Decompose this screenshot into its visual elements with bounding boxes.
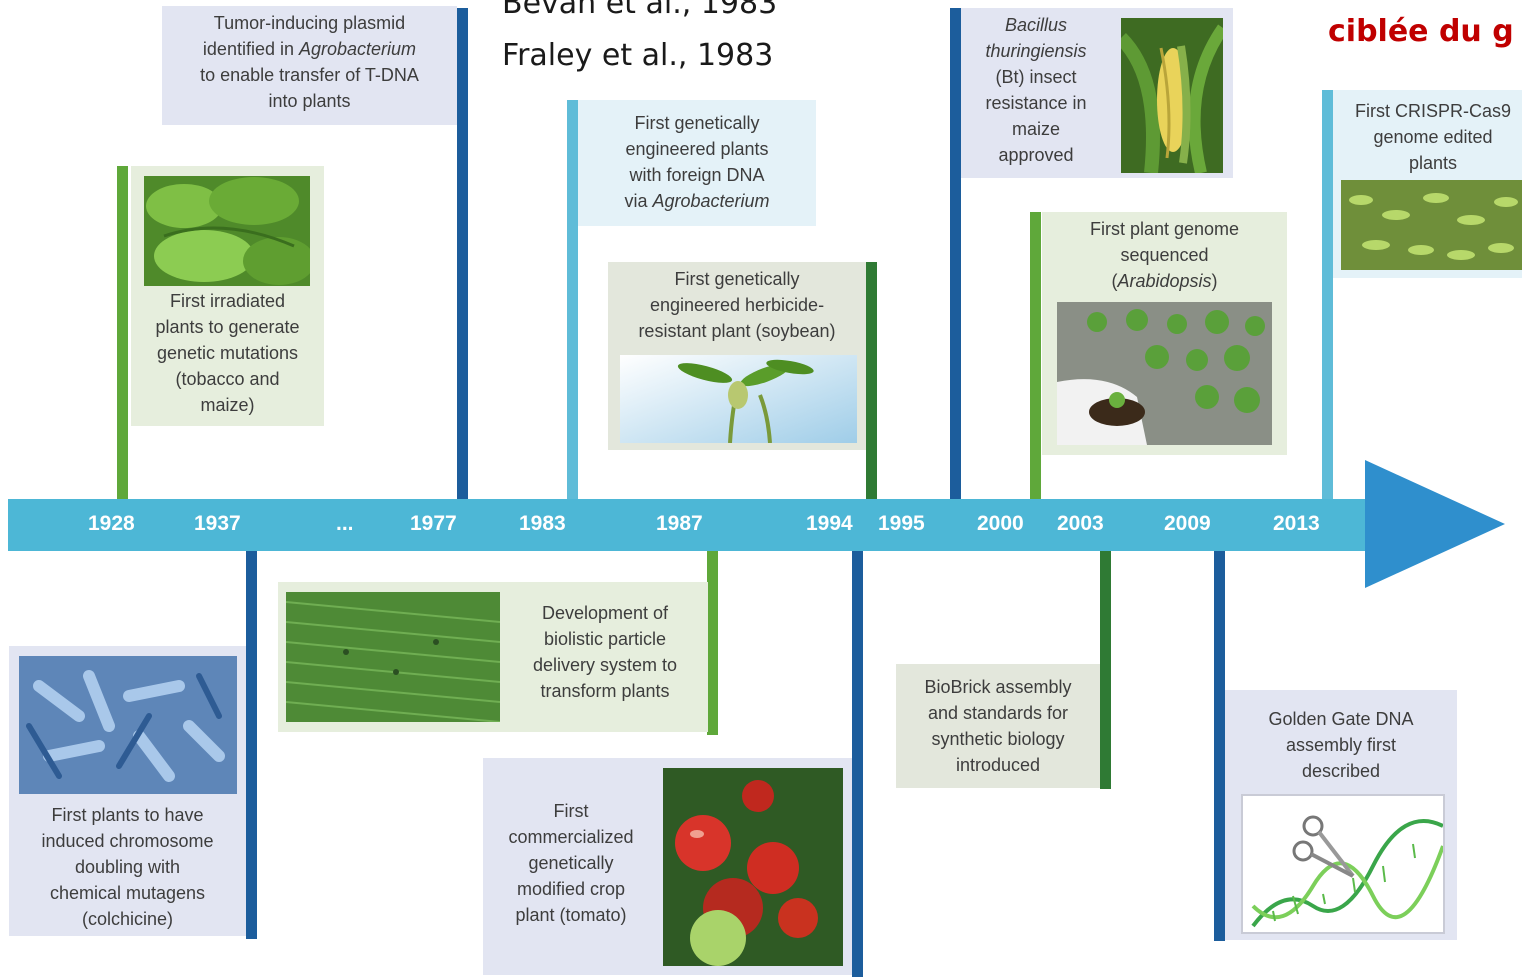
seedling-tray-photo bbox=[1057, 302, 1272, 445]
connector-1977 bbox=[457, 8, 468, 501]
event-text: First plants to have bbox=[51, 805, 204, 825]
connector-1994 bbox=[866, 262, 877, 501]
event-text: with foreign DNA bbox=[629, 165, 765, 185]
event-text: engineered herbicide- bbox=[649, 295, 825, 315]
event-text: delivery system to bbox=[532, 655, 678, 675]
connector-2003 bbox=[1030, 212, 1041, 501]
event-text: assembly first bbox=[1285, 735, 1397, 755]
event-text: First CRISPR-Cas9 bbox=[1354, 101, 1511, 121]
event-text: genome edited bbox=[1373, 127, 1493, 147]
tomato-photo bbox=[663, 768, 843, 966]
event-text: maize) bbox=[200, 395, 255, 415]
event-text: Golden Gate DNA bbox=[1268, 709, 1414, 729]
dna-scissors-illustration bbox=[1241, 794, 1445, 934]
event-text: transform plants bbox=[540, 681, 670, 701]
event-card-1928: First irradiated plants to generate gene… bbox=[131, 166, 324, 426]
event-text: thuringiensis bbox=[985, 41, 1087, 61]
year-label: ... bbox=[336, 512, 354, 535]
year-label: 1995 bbox=[878, 512, 925, 535]
leaf-texture-photo bbox=[286, 592, 500, 722]
event-card-2009: Golden Gate DNA assembly first described bbox=[1225, 690, 1457, 940]
event-text: doubling with bbox=[74, 857, 181, 877]
timeline-axis bbox=[8, 499, 1370, 551]
event-card-2003: First plant genome sequenced (Arabidopsi… bbox=[1042, 212, 1287, 455]
event-text: plant (tomato) bbox=[515, 905, 627, 925]
maize-cob-photo bbox=[1121, 18, 1223, 173]
reference-bevan: Bevan et al., 1983 bbox=[502, 0, 778, 21]
event-text: identified in Agrobacterium bbox=[202, 39, 417, 59]
event-text: resistant plant (soybean) bbox=[638, 321, 836, 341]
event-text: synthetic biology bbox=[931, 729, 1065, 749]
connector-1983 bbox=[567, 100, 578, 501]
year-label: 1983 bbox=[519, 512, 566, 535]
event-text: induced chromosome bbox=[41, 831, 214, 851]
tobacco-leaves-photo bbox=[144, 176, 310, 286]
connector-2009 bbox=[1214, 549, 1225, 941]
event-card-1937: First plants to have induced chromosome … bbox=[9, 646, 246, 936]
event-text: First plant genome bbox=[1089, 219, 1240, 239]
event-card-2013: First CRISPR-Cas9 genome edited plants bbox=[1333, 90, 1522, 278]
connector-1928 bbox=[117, 166, 128, 501]
event-text: engineered plants bbox=[625, 139, 769, 159]
event-text: to enable transfer of T-DNA bbox=[200, 65, 419, 85]
event-text: maize bbox=[1011, 119, 1060, 139]
event-text: via Agrobacterium bbox=[624, 191, 770, 211]
event-text: and standards for bbox=[927, 703, 1069, 723]
event-text: modified crop bbox=[516, 879, 626, 899]
year-label: 1994 bbox=[806, 512, 853, 535]
event-text: (colchicine) bbox=[81, 909, 174, 929]
event-text: Bacillus bbox=[1004, 15, 1068, 35]
year-label: 1977 bbox=[410, 512, 457, 535]
year-label: 2003 bbox=[1057, 512, 1104, 535]
event-text: Development of bbox=[541, 603, 669, 623]
event-card-1977: Tumor-inducing plasmid identified in Agr… bbox=[162, 6, 457, 125]
event-text: First genetically bbox=[674, 269, 800, 289]
event-text: biolistic particle bbox=[543, 629, 667, 649]
event-text: genetic mutations bbox=[156, 343, 299, 363]
crispr-plants-photo bbox=[1341, 180, 1522, 270]
event-text: (tobacco and bbox=[175, 369, 280, 389]
event-text: (Bt) insect bbox=[995, 67, 1077, 87]
event-text: introduced bbox=[955, 755, 1041, 775]
year-label: 2013 bbox=[1273, 512, 1320, 535]
reference-fraley: Fraley et al., 1983 bbox=[502, 38, 774, 73]
event-text: plants to generate bbox=[155, 317, 300, 337]
event-card-1983: First genetically engineered plants with… bbox=[578, 100, 816, 226]
event-text: First bbox=[553, 801, 589, 821]
event-text: described bbox=[1301, 761, 1381, 781]
event-text: commercialized bbox=[508, 827, 634, 847]
year-label: 2009 bbox=[1164, 512, 1211, 535]
page-title-fragment: ciblée du g bbox=[1328, 14, 1514, 49]
event-text: BioBrick assembly bbox=[924, 677, 1072, 697]
event-text: genetically bbox=[528, 853, 614, 873]
event-text: sequenced bbox=[1120, 245, 1209, 265]
connector-1995 bbox=[852, 549, 863, 977]
connector-2004 bbox=[1100, 549, 1111, 789]
event-card-1994: First genetically engineered herbicide- … bbox=[608, 262, 866, 450]
connector-2013 bbox=[1322, 90, 1333, 501]
event-text: chemical mutagens bbox=[49, 883, 206, 903]
year-label: 1987 bbox=[656, 512, 703, 535]
event-text: approved bbox=[998, 145, 1074, 165]
connector-2000 bbox=[950, 8, 961, 501]
year-label: 2000 bbox=[977, 512, 1024, 535]
event-text: First irradiated bbox=[169, 291, 286, 311]
chromosome-photo bbox=[19, 656, 237, 794]
event-text: into plants bbox=[268, 91, 351, 111]
event-text: plants bbox=[1408, 153, 1458, 173]
event-text: Tumor-inducing plasmid bbox=[213, 13, 406, 33]
year-label: 1937 bbox=[194, 512, 241, 535]
timeline-arrowhead bbox=[1365, 460, 1505, 588]
year-label: 1928 bbox=[88, 512, 135, 535]
event-card-biobrick: BioBrick assembly and standards for synt… bbox=[896, 664, 1100, 788]
connector-1987 bbox=[707, 549, 718, 735]
connector-1937 bbox=[246, 549, 257, 939]
event-text: First genetically bbox=[634, 113, 760, 133]
event-text: resistance in bbox=[985, 93, 1087, 113]
event-text: (Arabidopsis) bbox=[1111, 271, 1218, 291]
event-card-2000: Bacillus thuringiensis (Bt) insect resis… bbox=[961, 8, 1233, 178]
soybean-seedling-photo bbox=[620, 355, 857, 443]
event-card-1987: Development of biolistic particle delive… bbox=[278, 582, 708, 732]
event-card-1995: First commercialized genetically modifie… bbox=[483, 758, 852, 975]
